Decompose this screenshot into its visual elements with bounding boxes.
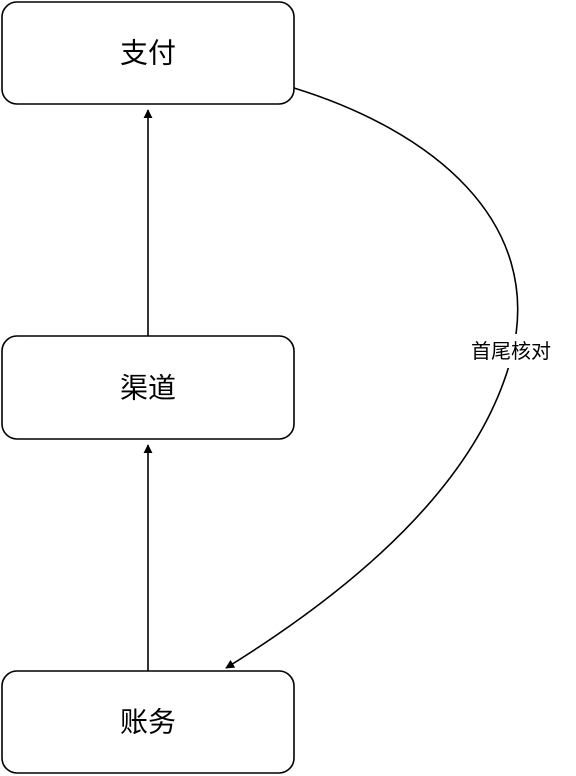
node-accounting: 账务 [1,670,295,774]
node-channel-label: 渠道 [120,372,176,405]
node-payment: 支付 [1,1,295,105]
reconciliation-label-bg [456,334,566,368]
node-accounting-label: 账务 [120,706,176,739]
reconciliation-label: 首尾核对 [471,339,551,363]
node-payment-label: 支付 [120,37,176,70]
node-channel: 渠道 [1,335,295,440]
